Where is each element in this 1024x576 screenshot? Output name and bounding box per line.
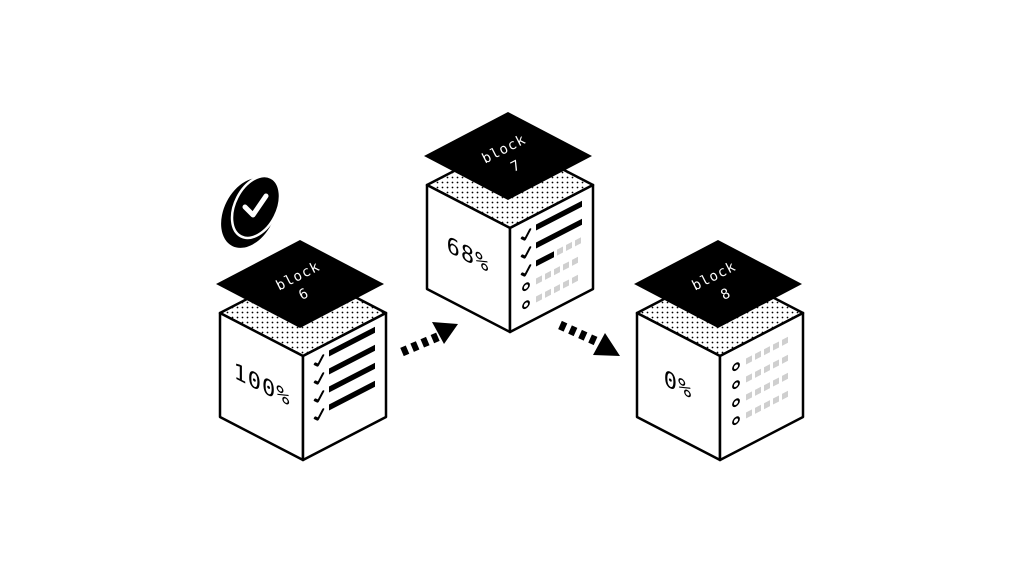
dashed-arrow-icon — [402, 322, 458, 352]
arrow-block6-to-block7 — [402, 322, 458, 352]
block-6: 100% block 6 — [216, 240, 386, 460]
check-circle-icon — [210, 168, 290, 257]
dashed-arrow-icon — [560, 325, 620, 356]
block-8: 0% block 8 — [634, 240, 803, 460]
block-7: 68% block 7 — [424, 112, 593, 332]
arrow-block7-to-block8 — [560, 325, 620, 356]
